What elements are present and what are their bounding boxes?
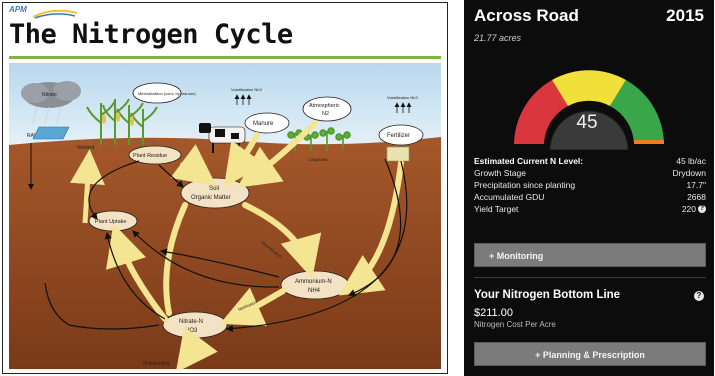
stat-row-precipitation: Precipitation since planting 17.7" — [474, 179, 706, 191]
fertilizer-bag-icon — [386, 146, 410, 162]
stat-row-n-level: Estimated Current N Level: 45 lb/ac — [474, 155, 706, 167]
volatilization-right-arrows — [394, 102, 412, 113]
gauge-value: 45 — [576, 112, 598, 133]
plant-residue-label: Plant Residue — [133, 153, 167, 159]
soil-om-label-2: Organic Matter — [191, 195, 231, 201]
gauge-marker — [634, 140, 664, 144]
n-level-gauge: · — [514, 70, 664, 150]
ammonium-bubble — [280, 270, 350, 300]
corn-plants — [86, 98, 158, 145]
stat-value: 220 — [681, 204, 696, 214]
yellow-cycle-arrows — [106, 120, 404, 369]
gauge-yellow-segment — [552, 70, 626, 106]
stat-value: 2668 — [687, 192, 706, 202]
fertilizer-bubble — [378, 124, 424, 146]
plant-uptake-label: Plant Uptake — [95, 219, 127, 225]
volatilization-left-arrows — [234, 94, 252, 105]
brand-logo: APM — [9, 5, 27, 14]
volatilization-left-label: Volatilization Nh3 — [231, 87, 262, 92]
soil-om-label-1: Soil — [209, 186, 219, 192]
gauge-green-segment — [610, 80, 664, 144]
mineralization-label: Mineralization (conv. by manure) — [138, 91, 196, 96]
yield-help-icon[interactable]: ? — [698, 205, 706, 213]
cloud-icon — [21, 81, 81, 108]
stat-value: 17.7" — [686, 180, 706, 190]
stat-label: Precipitation since planting — [474, 180, 576, 190]
brand-swoosh-icon — [33, 9, 77, 19]
title-underline — [9, 56, 441, 59]
fertilizer-label: Fertilizer — [387, 133, 410, 139]
stat-label: Yield Target — [474, 204, 519, 214]
stat-value: 45 lb/ac — [676, 156, 706, 166]
atmospheric-bubble — [302, 96, 352, 122]
ammonium-label-1: Ammonium-N — [295, 279, 332, 285]
stat-row-growth-stage: Growth Stage Drydown — [474, 167, 706, 179]
nitrogen-cost-label: Nitrogen Cost Per Acre — [474, 320, 556, 329]
manure-bubble — [244, 112, 290, 134]
stat-row-gdu: Accumulated GDU 2668 — [474, 191, 706, 203]
atmospheric-label-2: N2 — [322, 111, 329, 117]
soil-om-bubble — [180, 177, 250, 209]
nitrate-label-1: Nitrate-N — [179, 319, 203, 325]
field-name: Across Road — [474, 6, 579, 25]
nutrient-up-arrow — [69, 149, 105, 224]
monitoring-button[interactable]: + Monitoring — [474, 243, 706, 267]
stat-label: Growth Stage — [474, 168, 526, 178]
solar-panel-icon — [32, 126, 70, 140]
nitrogen-cycle-panel: APM The Nitrogen Cycle — [2, 2, 448, 374]
bottom-line-help-icon[interactable]: ? — [694, 291, 704, 301]
volatilization-right-label: Volatilization Nh3 — [387, 95, 418, 100]
section-divider — [474, 277, 706, 278]
nitrate-bubble — [162, 311, 228, 339]
nutrient-label: Nutrient — [77, 145, 95, 151]
leaching-label: N-leaching — [143, 361, 169, 367]
mineralization-bubble — [132, 82, 182, 104]
stat-row-yield-target: Yield Target 220 ? — [474, 203, 706, 215]
diagram-title: The Nitrogen Cycle — [9, 19, 293, 50]
manure-label: Manure — [253, 121, 274, 127]
legumes-label: Legumes — [309, 157, 328, 162]
rain-label: RAIN — [27, 133, 39, 139]
corn-ears — [102, 112, 134, 126]
nitrogen-cost-amount: $211.00 — [474, 307, 513, 319]
n-status-dashboard: Across Road 2015 21.77 acres · 45 Estima… — [464, 0, 714, 376]
ammonium-label-2: NH4 — [308, 288, 321, 294]
cloud-label: Nitrate — [42, 92, 57, 98]
field-acres: 21.77 acres — [474, 33, 522, 43]
nitrate-label-2: NO3 — [185, 328, 198, 334]
stat-value: Drydown — [672, 168, 706, 178]
gauge-red-segment — [514, 80, 568, 144]
bottom-line-title: Your Nitrogen Bottom Line — [474, 289, 621, 301]
nitrogen-cycle-diagram: Nitrate RAIN Nutrient Mineralization (co… — [9, 63, 441, 369]
soil — [9, 137, 441, 369]
stat-label: Estimated Current N Level: — [474, 156, 584, 166]
field-stats: Estimated Current N Level: 45 lb/ac Grow… — [474, 155, 706, 215]
stat-value-wrap: 220 ? — [682, 203, 706, 215]
black-cycle-arrows — [44, 158, 408, 333]
planning-prescription-button[interactable]: + Planning & Prescription — [474, 342, 706, 366]
atmospheric-label-1: Atmospheric — [309, 103, 340, 109]
gauge-tick-label: · — [531, 78, 533, 84]
stat-label: Accumulated GDU — [474, 192, 545, 202]
field-year: 2015 — [666, 6, 704, 25]
gauge-center-dial — [549, 110, 629, 150]
rain-icon — [32, 106, 62, 124]
